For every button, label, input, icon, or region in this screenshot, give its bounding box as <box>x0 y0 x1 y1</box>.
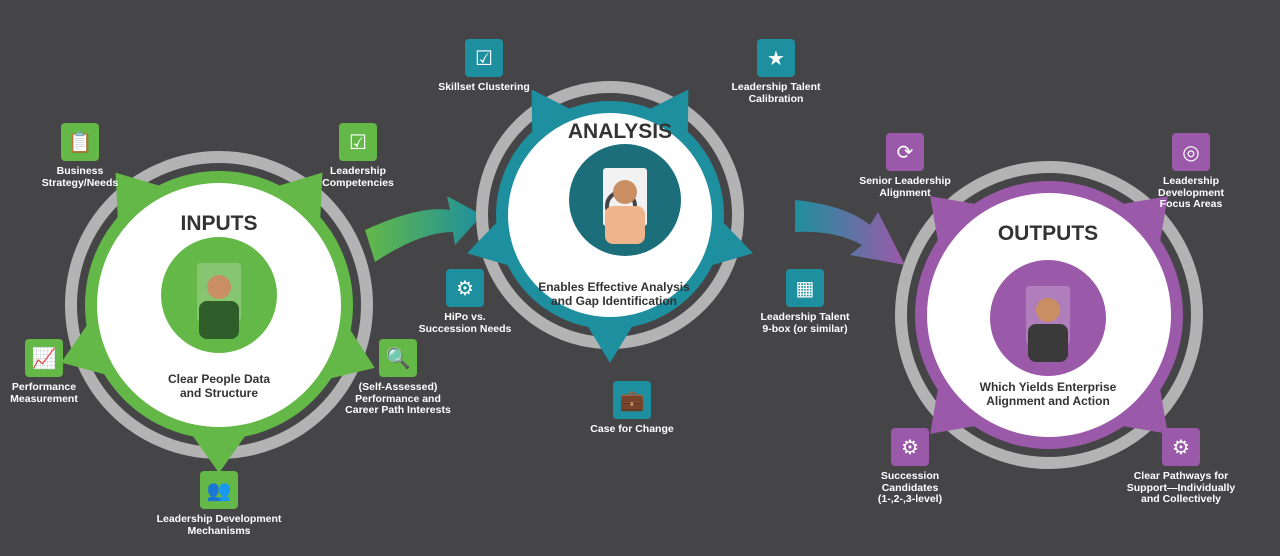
outputs-pointer <box>930 383 981 434</box>
analysis-item-label: Skillset Clustering <box>404 81 564 94</box>
label-line: Strategy/Needs <box>41 176 119 189</box>
star-hand-icon: ★ <box>757 39 795 77</box>
analysis-pointer <box>645 89 689 138</box>
label-line: Mechanisms <box>187 524 251 537</box>
strategy-clipboard-icon: 📋 <box>61 123 99 161</box>
label-line: 9-box (or similar) <box>762 322 848 335</box>
person-illustration <box>207 275 231 299</box>
label-line: (Self-Assessed) <box>358 381 438 393</box>
inputs-title: INPUTS <box>180 212 258 235</box>
label-line: Skillset Clustering <box>438 81 530 93</box>
label-line: Measurement <box>10 392 78 405</box>
label-line: Succession <box>880 470 940 482</box>
team-globe-icon: 👥 <box>200 471 238 509</box>
venn-circles-icon: ◎ <box>1172 133 1210 171</box>
performance-chart-icon: 📈 <box>25 339 63 377</box>
label-line: Performance and <box>355 392 441 405</box>
outputs-pointer <box>1117 196 1168 247</box>
skillset-checklist-icon: ☑ <box>465 39 503 77</box>
label-line: Performance <box>11 381 77 393</box>
outputs-pointer <box>1117 383 1168 434</box>
outputs-pointer <box>930 196 981 247</box>
outputs-subtitle-line2: Alignment and Action <box>986 394 1110 408</box>
inputs-pointer <box>189 431 249 473</box>
gear-person-icon: ⚙ <box>891 428 929 466</box>
pathways-people-icon: ⚙ <box>1162 428 1200 466</box>
label-line: Support—Individually <box>1126 481 1236 494</box>
briefcase-icon: 💼 <box>613 381 651 419</box>
flow-arrow-analysis-to-outputs <box>795 200 905 265</box>
outputs-outer-ring <box>895 161 1203 469</box>
label-line: Leadership Talent <box>731 81 821 93</box>
analysis-pointer <box>531 89 575 138</box>
analysis-pointer <box>707 218 753 267</box>
label-line: Senior Leadership <box>859 175 951 187</box>
label-line: Business <box>56 165 104 177</box>
hipo-stairs-icon: ⚙ <box>446 269 484 307</box>
analysis-title: ANALYSIS <box>567 120 673 143</box>
person-illustration <box>613 180 637 204</box>
clipboard-search-icon: 🔍 <box>379 339 417 377</box>
inputs-pointer <box>115 172 165 224</box>
label-line: Leadership <box>1162 175 1220 187</box>
inputs-subtitle-line1: Clear People Data <box>167 372 271 386</box>
analysis-pointer <box>585 322 635 363</box>
label-line: Case for Change <box>590 423 674 435</box>
label-line: Development <box>1158 186 1224 199</box>
label-line: HiPo vs. <box>444 311 486 323</box>
label-line: Career Path Interests <box>345 404 451 416</box>
label-line: (1-,2-,3-level) <box>877 493 943 505</box>
inputs-pointer <box>61 320 110 376</box>
label-line: Focus Areas <box>1159 198 1223 210</box>
label-line: Candidates <box>881 481 939 494</box>
inputs-pointer <box>273 172 323 224</box>
person-checklist-icon: ☑ <box>339 123 377 161</box>
grid-9box-icon: ▦ <box>786 269 824 307</box>
label-line: Succession Needs <box>418 322 512 335</box>
analysis-pointer <box>467 218 513 267</box>
label-line: Competencies <box>322 176 394 189</box>
label-line: Leadership Development <box>156 513 282 525</box>
inputs-pointer <box>325 325 375 380</box>
inputs-subtitle-line2: and Structure <box>179 386 258 400</box>
analysis-item-label: HiPo vs.Succession Needs <box>385 311 545 335</box>
label-line: Alignment <box>879 186 931 199</box>
label-line: Calibration <box>748 92 804 105</box>
label-line: Leadership Talent <box>760 311 850 323</box>
outputs-subtitle-line1: Which Yields Enterprise <box>979 380 1117 394</box>
flow-arrow-inputs-to-analysis <box>365 196 482 262</box>
outputs-title: OUTPUTS <box>997 222 1099 245</box>
analysis-item-label: Case for Change <box>552 423 712 436</box>
person-illustration <box>1036 298 1060 322</box>
team-alignment-icon: ⟳ <box>886 133 924 171</box>
analysis-subtitle-line2: and Gap Identification <box>550 294 677 308</box>
analysis-subtitle-line1: Enables Effective Analysis <box>538 280 690 294</box>
label-line: and Collectively <box>1141 493 1221 505</box>
label-line: Clear Pathways for <box>1133 470 1229 482</box>
label-line: Leadership <box>329 165 387 177</box>
